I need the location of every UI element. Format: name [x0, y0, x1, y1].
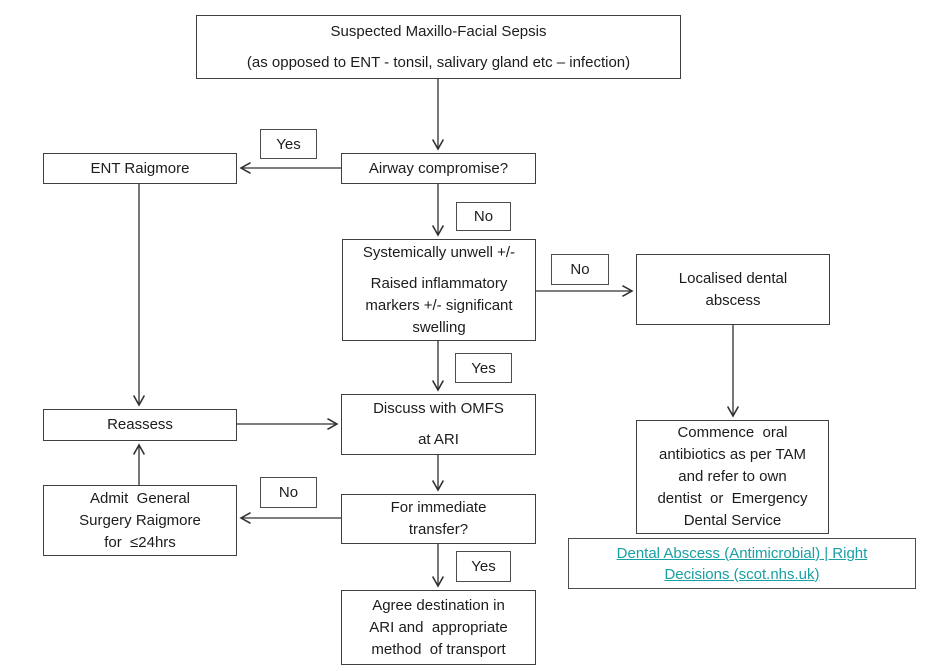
node-text: antibiotics as per TAM	[658, 446, 806, 463]
node-agree-destination: Agree destination in ARI and appropriate…	[341, 590, 536, 665]
node-discuss-omfs: Discuss with OMFS at ARI	[341, 394, 536, 455]
node-commence-antibiotics: Commence oral antibiotics as per TAM and…	[636, 420, 829, 534]
node-text: Airway compromise?	[368, 159, 509, 177]
link-text[interactable]: Decisions (scot.nhs.uk)	[664, 565, 820, 583]
dental-abscess-link[interactable]: Dental Abscess (Antimicrobial) | Right D…	[617, 543, 868, 585]
node-text: for ≤24hrs	[104, 533, 176, 551]
node-text: ARI and appropriate	[369, 618, 508, 636]
node-text: Reassess	[107, 416, 173, 433]
node-text: swelling	[412, 318, 466, 336]
node-text: Systemically unwell +/-	[362, 243, 516, 261]
node-systemically-unwell: Systemically unwell +/- Raised inflammat…	[342, 239, 536, 341]
dental-abscess-link-box: Dental Abscess (Antimicrobial) | Right D…	[568, 538, 916, 589]
label-text: No	[278, 484, 299, 501]
node-text: (as opposed to ENT - tonsil, salivary gl…	[246, 53, 631, 71]
node-text: Surgery Raigmore	[79, 511, 201, 529]
node-text: Raised inflammatory	[370, 274, 508, 292]
label-no-systemic: No	[551, 254, 609, 285]
node-text: markers +/- significant	[365, 296, 513, 314]
node-text: Commence oral	[677, 424, 788, 441]
label-text: Yes	[471, 359, 496, 377]
node-airway-compromise: Airway compromise?	[341, 153, 536, 184]
node-text: dentist or Emergency	[657, 490, 808, 507]
node-text: and refer to own	[678, 468, 787, 485]
node-text: Localised dental	[678, 269, 788, 287]
node-text: Suspected Maxillo-Facial Sepsis	[330, 22, 547, 40]
node-text: Agree destination in	[372, 596, 505, 614]
label-text: Yes	[276, 135, 301, 153]
node-text: Discuss with OMFS	[373, 400, 504, 417]
node-text: transfer?	[408, 521, 469, 538]
label-text: No	[570, 261, 590, 278]
node-ent-raigmore: ENT Raigmore	[43, 153, 237, 184]
node-immediate-transfer: For immediate transfer?	[341, 494, 536, 544]
node-text: method of transport	[371, 640, 506, 658]
node-suspected-sepsis: Suspected Maxillo-Facial Sepsis (as oppo…	[196, 15, 681, 79]
node-localised-abscess: Localised dental abscess	[636, 254, 830, 325]
node-reassess: Reassess	[43, 409, 237, 441]
label-no-airway: No	[456, 202, 511, 231]
node-admit-raigmore: Admit General Surgery Raigmore for ≤24hr…	[43, 485, 237, 556]
node-text: abscess	[705, 291, 761, 309]
label-text: No	[473, 208, 494, 225]
node-text: Dental Service	[683, 512, 782, 529]
link-text[interactable]: Dental Abscess (Antimicrobial) | Right	[616, 544, 868, 562]
label-text: Yes	[471, 558, 496, 575]
node-text: For immediate	[390, 499, 487, 516]
label-yes-airway: Yes	[260, 129, 317, 159]
label-yes-systemic: Yes	[455, 353, 512, 383]
label-yes-transfer: Yes	[456, 551, 511, 582]
label-no-transfer: No	[260, 477, 317, 508]
node-text: Admit General	[89, 489, 191, 507]
node-text: ENT Raigmore	[90, 159, 190, 177]
node-text: at ARI	[418, 431, 459, 448]
